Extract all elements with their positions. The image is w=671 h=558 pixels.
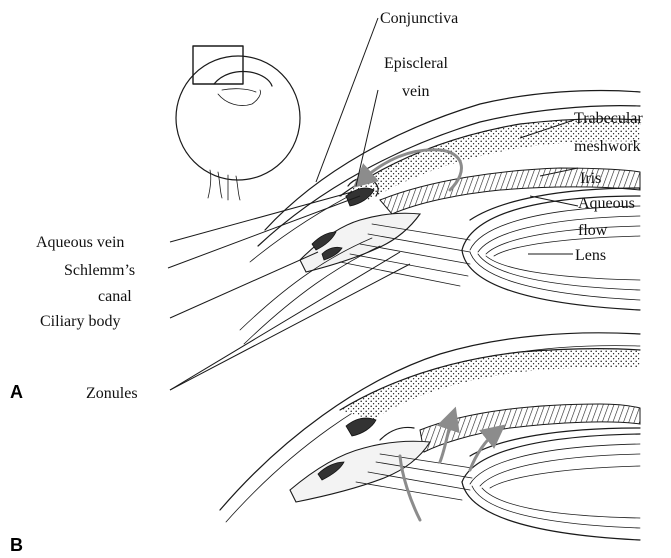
label-trabecular-meshwork-line2: meshwork xyxy=(574,138,641,155)
label-trabecular-meshwork-line1: Trabecular xyxy=(574,110,643,127)
eye-inset xyxy=(176,46,300,200)
label-aqueous-vein: Aqueous vein xyxy=(36,234,124,251)
label-episcleral-vein-line2: vein xyxy=(402,83,430,100)
label-schlemms-canal-line1: Schlemm’s xyxy=(64,262,135,279)
panel-b-drawing xyxy=(220,333,640,540)
label-lens: Lens xyxy=(575,247,606,264)
label-zonules: Zonules xyxy=(86,385,138,402)
label-iris: Iris xyxy=(580,170,601,187)
panel-label-b: B xyxy=(10,535,23,555)
label-conjunctiva: Conjunctiva xyxy=(380,10,458,27)
panel-label-a: A xyxy=(10,382,23,402)
label-aqueous-flow-line1: Aqueous xyxy=(578,195,635,212)
label-schlemms-canal-line2: canal xyxy=(98,288,132,305)
label-episcleral-vein-line1: Episcleral xyxy=(384,55,449,72)
panel-a-drawing xyxy=(240,91,640,345)
label-ciliary-body: Ciliary body xyxy=(40,313,120,330)
label-aqueous-flow-line2: flow xyxy=(578,222,608,239)
